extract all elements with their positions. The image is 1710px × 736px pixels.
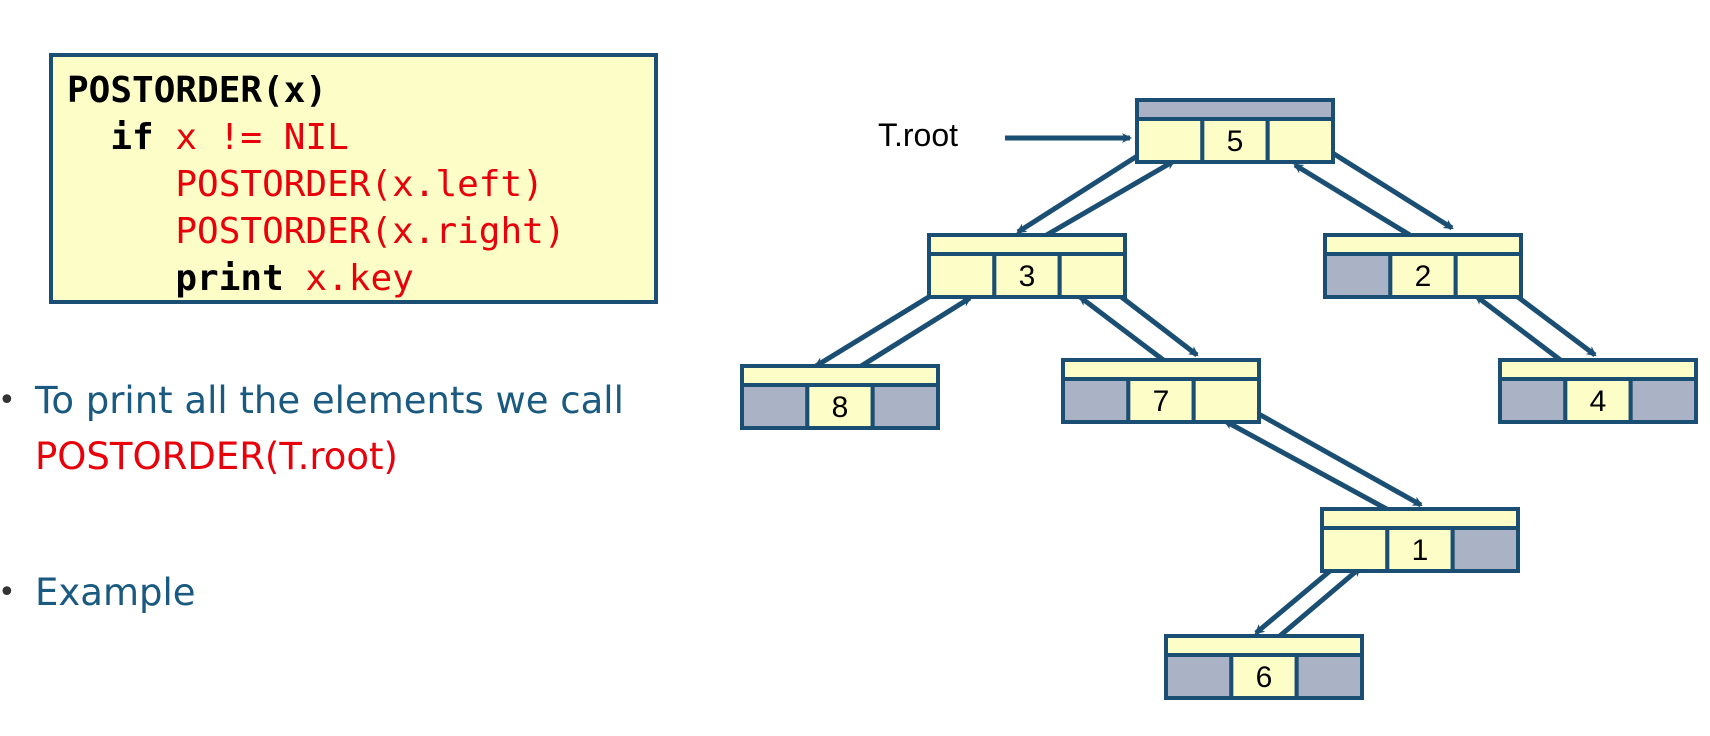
- node-key-field: [992, 252, 1062, 299]
- node-right-field: [1191, 377, 1261, 424]
- node-left-field: [1498, 377, 1568, 424]
- bullet-dot: •: [0, 373, 16, 429]
- node-right-field: [870, 383, 941, 430]
- node-left-field: [740, 383, 810, 430]
- tree-node-7: 7: [1061, 358, 1261, 424]
- node-key-label: 2: [1415, 260, 1432, 293]
- node-left-field: [927, 252, 997, 299]
- code-text: x != NIL: [153, 117, 349, 158]
- node-parent-field: [1320, 507, 1520, 530]
- node-key-field: [1200, 117, 1270, 164]
- node-key-label: 7: [1153, 385, 1170, 418]
- code-text: POSTORDER(x.left): [175, 164, 544, 205]
- tree-nodes: 5 3 2 8 7 4 1 6: [740, 98, 1698, 700]
- node-key-field: [805, 383, 875, 430]
- code-text: POSTORDER(x.right): [175, 211, 566, 252]
- node-parent-field: [927, 233, 1127, 256]
- tree-node-5: 5: [1135, 98, 1335, 164]
- node-left-field: [1135, 117, 1205, 164]
- node-right-field: [1450, 526, 1520, 573]
- node-right-field: [1294, 653, 1364, 700]
- node-key-field: [1229, 653, 1299, 700]
- node-key-field: [1563, 377, 1633, 424]
- node-key-label: 6: [1256, 661, 1273, 694]
- node-key-field: [1388, 252, 1458, 299]
- node-right-field: [1628, 377, 1698, 424]
- edge-2-to-5: [1293, 162, 1425, 246]
- node-key-label: 8: [832, 391, 849, 424]
- code-keyword: if: [110, 117, 154, 158]
- edge-7-to-1: [1230, 396, 1423, 508]
- tree-node-6: 6: [1164, 634, 1364, 700]
- bullet-call-expression: POSTORDER(T.root): [35, 435, 398, 478]
- node-left-field: [1164, 653, 1234, 700]
- code-line-2: if x != NIL: [67, 114, 654, 161]
- node-parent-field: [1164, 634, 1364, 657]
- node-key-label: 3: [1019, 260, 1036, 293]
- node-key-label: 1: [1412, 534, 1429, 567]
- node-parent-field: [1498, 358, 1698, 381]
- node-parent-field: [1061, 358, 1261, 381]
- tree-node-1: 1: [1320, 507, 1520, 573]
- tree-node-4: 4: [1498, 358, 1698, 424]
- code-line-1: POSTORDER(x): [67, 67, 654, 114]
- node-left-field: [1061, 377, 1131, 424]
- code-line-5: print x.key: [67, 255, 654, 302]
- code-line-4: POSTORDER(x.right): [67, 208, 654, 255]
- node-key-label: 4: [1590, 385, 1607, 418]
- code-line-3: POSTORDER(x.left): [67, 161, 654, 208]
- tree-node-3: 3: [927, 233, 1127, 299]
- node-parent-field: [1135, 98, 1335, 121]
- node-right-field: [1265, 117, 1335, 164]
- edge-7-to-3: [1078, 295, 1172, 367]
- node-right-field: [1057, 252, 1127, 299]
- bullet-text: To print all the elements we call: [35, 379, 624, 422]
- edge-4-to-2: [1474, 294, 1569, 367]
- root-pointer-label: T.root: [878, 117, 958, 153]
- tree-node-8: 8: [740, 364, 941, 430]
- edge-3-to-5: [1036, 158, 1176, 243]
- edge-1-to-7: [1223, 418, 1407, 522]
- bullet-text: Example: [35, 571, 196, 614]
- code-keyword: POSTORDER(x): [67, 70, 328, 111]
- node-parent-field: [740, 364, 940, 387]
- bullet-dot: •: [0, 565, 16, 621]
- node-parent-field: [1323, 233, 1523, 256]
- node-left-field: [1323, 252, 1393, 299]
- node-right-field: [1453, 252, 1523, 299]
- pseudocode-box: POSTORDER(x) if x != NIL POSTORDER(x.lef…: [49, 53, 658, 304]
- node-key-label: 5: [1227, 125, 1244, 158]
- code-text: x.key: [283, 258, 414, 299]
- edge-6-to-1: [1266, 566, 1362, 648]
- code-keyword: print: [175, 258, 284, 299]
- node-left-field: [1320, 526, 1390, 573]
- tree-node-2: 2: [1323, 233, 1523, 299]
- node-key-field: [1385, 526, 1455, 573]
